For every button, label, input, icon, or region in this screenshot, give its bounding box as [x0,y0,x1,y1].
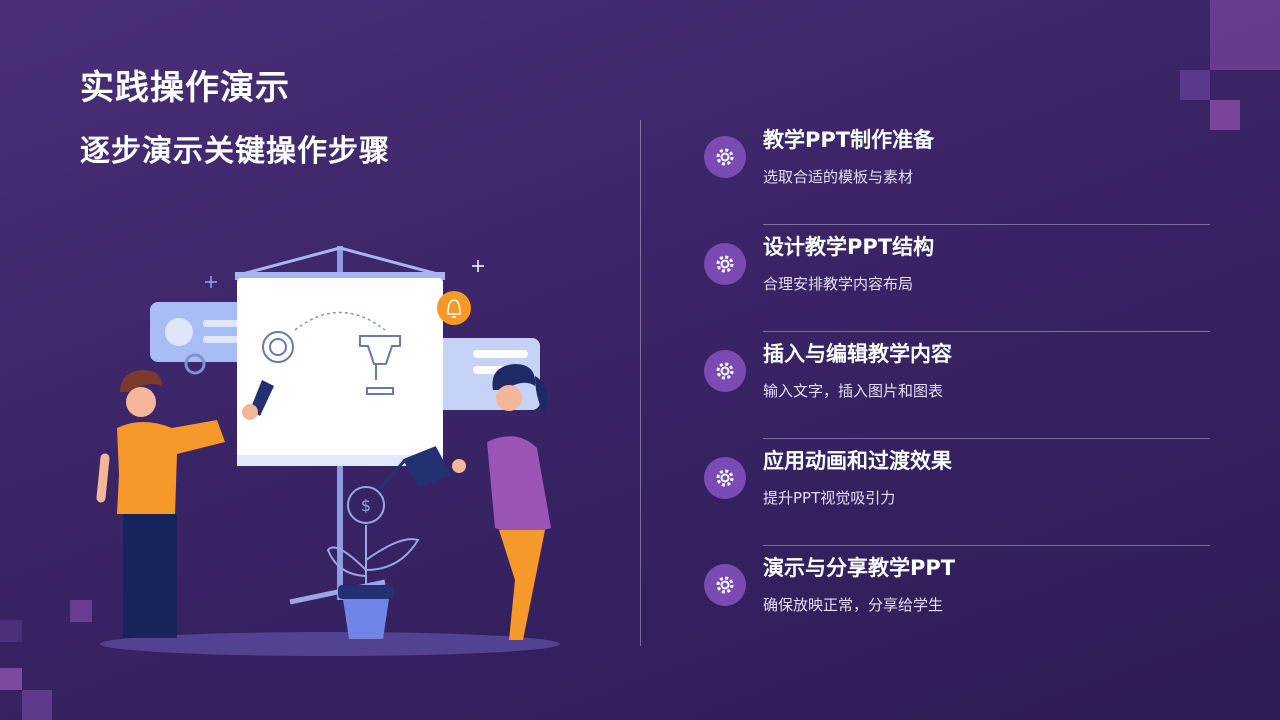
page-title: 实践操作演示 [80,68,290,108]
gear-icon [704,136,746,178]
step-title: 设计教学PPT结构 [763,235,935,259]
step-item: 应用动画和过渡效果 提升PPT视觉吸引力 [700,439,1210,546]
step-divider [763,545,1210,546]
vertical-divider [640,120,641,646]
decor-square [1210,0,1280,70]
step-desc: 合理安排教学内容布局 [763,275,914,293]
gear-icon [704,243,746,285]
step-desc: 选取合适的模板与素材 [763,168,914,186]
gear-icon [704,457,746,499]
presentation-board [237,278,443,466]
man-shirt [117,420,225,514]
woman-hair [492,364,548,416]
decor-square [0,668,22,690]
step-divider [763,438,1210,439]
plant-pot [338,585,394,599]
profile-card [150,302,260,362]
step-divider [763,331,1210,332]
step-item: 插入与编辑教学内容 输入文字，插入图片和图表 [700,332,1210,439]
decor-square [70,600,92,622]
step-desc: 提升PPT视觉吸引力 [763,489,896,507]
gear-icon [704,350,746,392]
dollar-sign: $ [361,496,371,515]
step-item: 教学PPT制作准备 选取合适的模板与素材 [700,118,1210,225]
step-divider [763,224,1210,225]
step-desc: 输入文字，插入图片和图表 [763,382,944,400]
step-title: 教学PPT制作准备 [763,128,935,152]
man-hair [120,370,162,392]
ground-shadow [100,632,560,656]
step-item: 设计教学PPT结构 合理安排教学内容布局 [700,225,1210,332]
decor-square [1180,70,1210,100]
decor-square [22,690,52,720]
sparkle [205,276,217,288]
clock-icon [262,331,294,363]
watering-can [377,446,452,491]
decor-square [1210,100,1240,130]
woman-shirt [487,436,551,533]
decor-square [0,620,22,642]
step-item: 演示与分享教学PPT 确保放映正常，分享给学生 [700,546,1210,653]
gear-icon [704,564,746,606]
page-subtitle: 逐步演示关键操作步骤 [80,134,390,169]
presentation-illustration: $ [96,246,560,656]
bell-icon [437,291,471,325]
steps-list: 教学PPT制作准备 选取合适的模板与素材 设计教学PPT结构 合理安排教学内容布… [700,118,1210,653]
step-title: 应用动画和过渡效果 [763,449,952,473]
step-title: 演示与分享教学PPT [763,556,956,580]
trophy-icon [359,335,401,395]
step-title: 插入与编辑教学内容 [763,342,952,366]
sparkle [472,260,484,272]
gear-icon [184,353,206,375]
step-desc: 确保放映正常，分享给学生 [763,596,944,614]
